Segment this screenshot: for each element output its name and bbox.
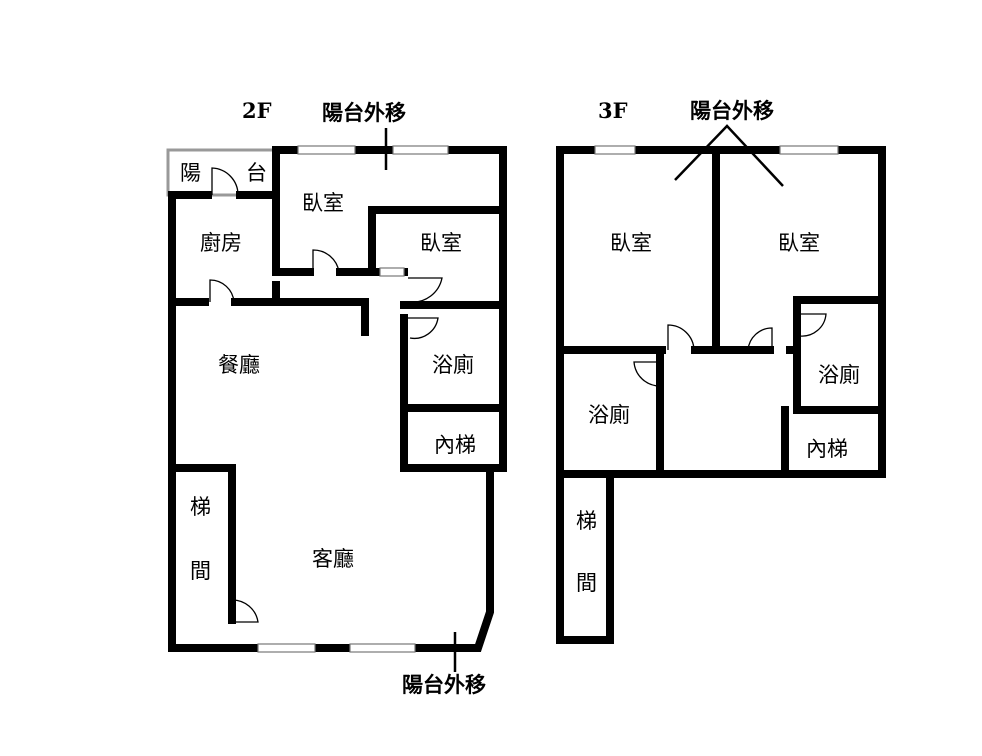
floor-2f-doors <box>209 167 443 623</box>
room-balcony-left: 陽 <box>180 161 201 185</box>
floor-2f-note-top: 陽台外移 <box>322 100 406 125</box>
floor-2f-windows <box>257 145 449 653</box>
room-3f-stairwell-2: 間 <box>576 571 597 595</box>
room-living: 客廳 <box>312 547 354 571</box>
floor-2f-note-bottom: 陽台外移 <box>402 672 486 697</box>
floor-3f-note-top: 陽台外移 <box>690 98 774 123</box>
room-3f-bedroom-1: 臥室 <box>610 231 652 255</box>
room-2f-bathroom: 浴廁 <box>432 353 474 377</box>
floor-3f-doors <box>633 313 827 387</box>
room-3f-bathroom-2: 浴廁 <box>818 363 860 387</box>
room-3f-bathroom-1: 浴廁 <box>588 403 630 427</box>
room-kitchen: 廚房 <box>200 231 242 255</box>
room-2f-stairwell-1: 梯 <box>190 495 211 519</box>
room-dining: 餐廳 <box>218 353 260 377</box>
room-3f-inner-stairs: 內梯 <box>806 437 848 461</box>
floor-3f-walls <box>556 146 886 644</box>
room-3f-bedroom-2: 臥室 <box>778 231 820 255</box>
room-2f-bedroom-1: 臥室 <box>302 191 344 215</box>
floor-3f-windows <box>594 145 839 155</box>
floor-2f-title: 2F <box>242 98 272 123</box>
room-2f-bedroom-2: 臥室 <box>420 231 462 255</box>
floor-3f-title: 3F <box>598 98 628 123</box>
room-3f-stairwell-1: 梯 <box>576 509 597 533</box>
room-balcony-right: 台 <box>246 161 267 185</box>
room-2f-stairwell-2: 間 <box>190 559 211 583</box>
room-2f-inner-stairs: 內梯 <box>434 433 476 457</box>
floor-2f-walls <box>166 146 507 652</box>
